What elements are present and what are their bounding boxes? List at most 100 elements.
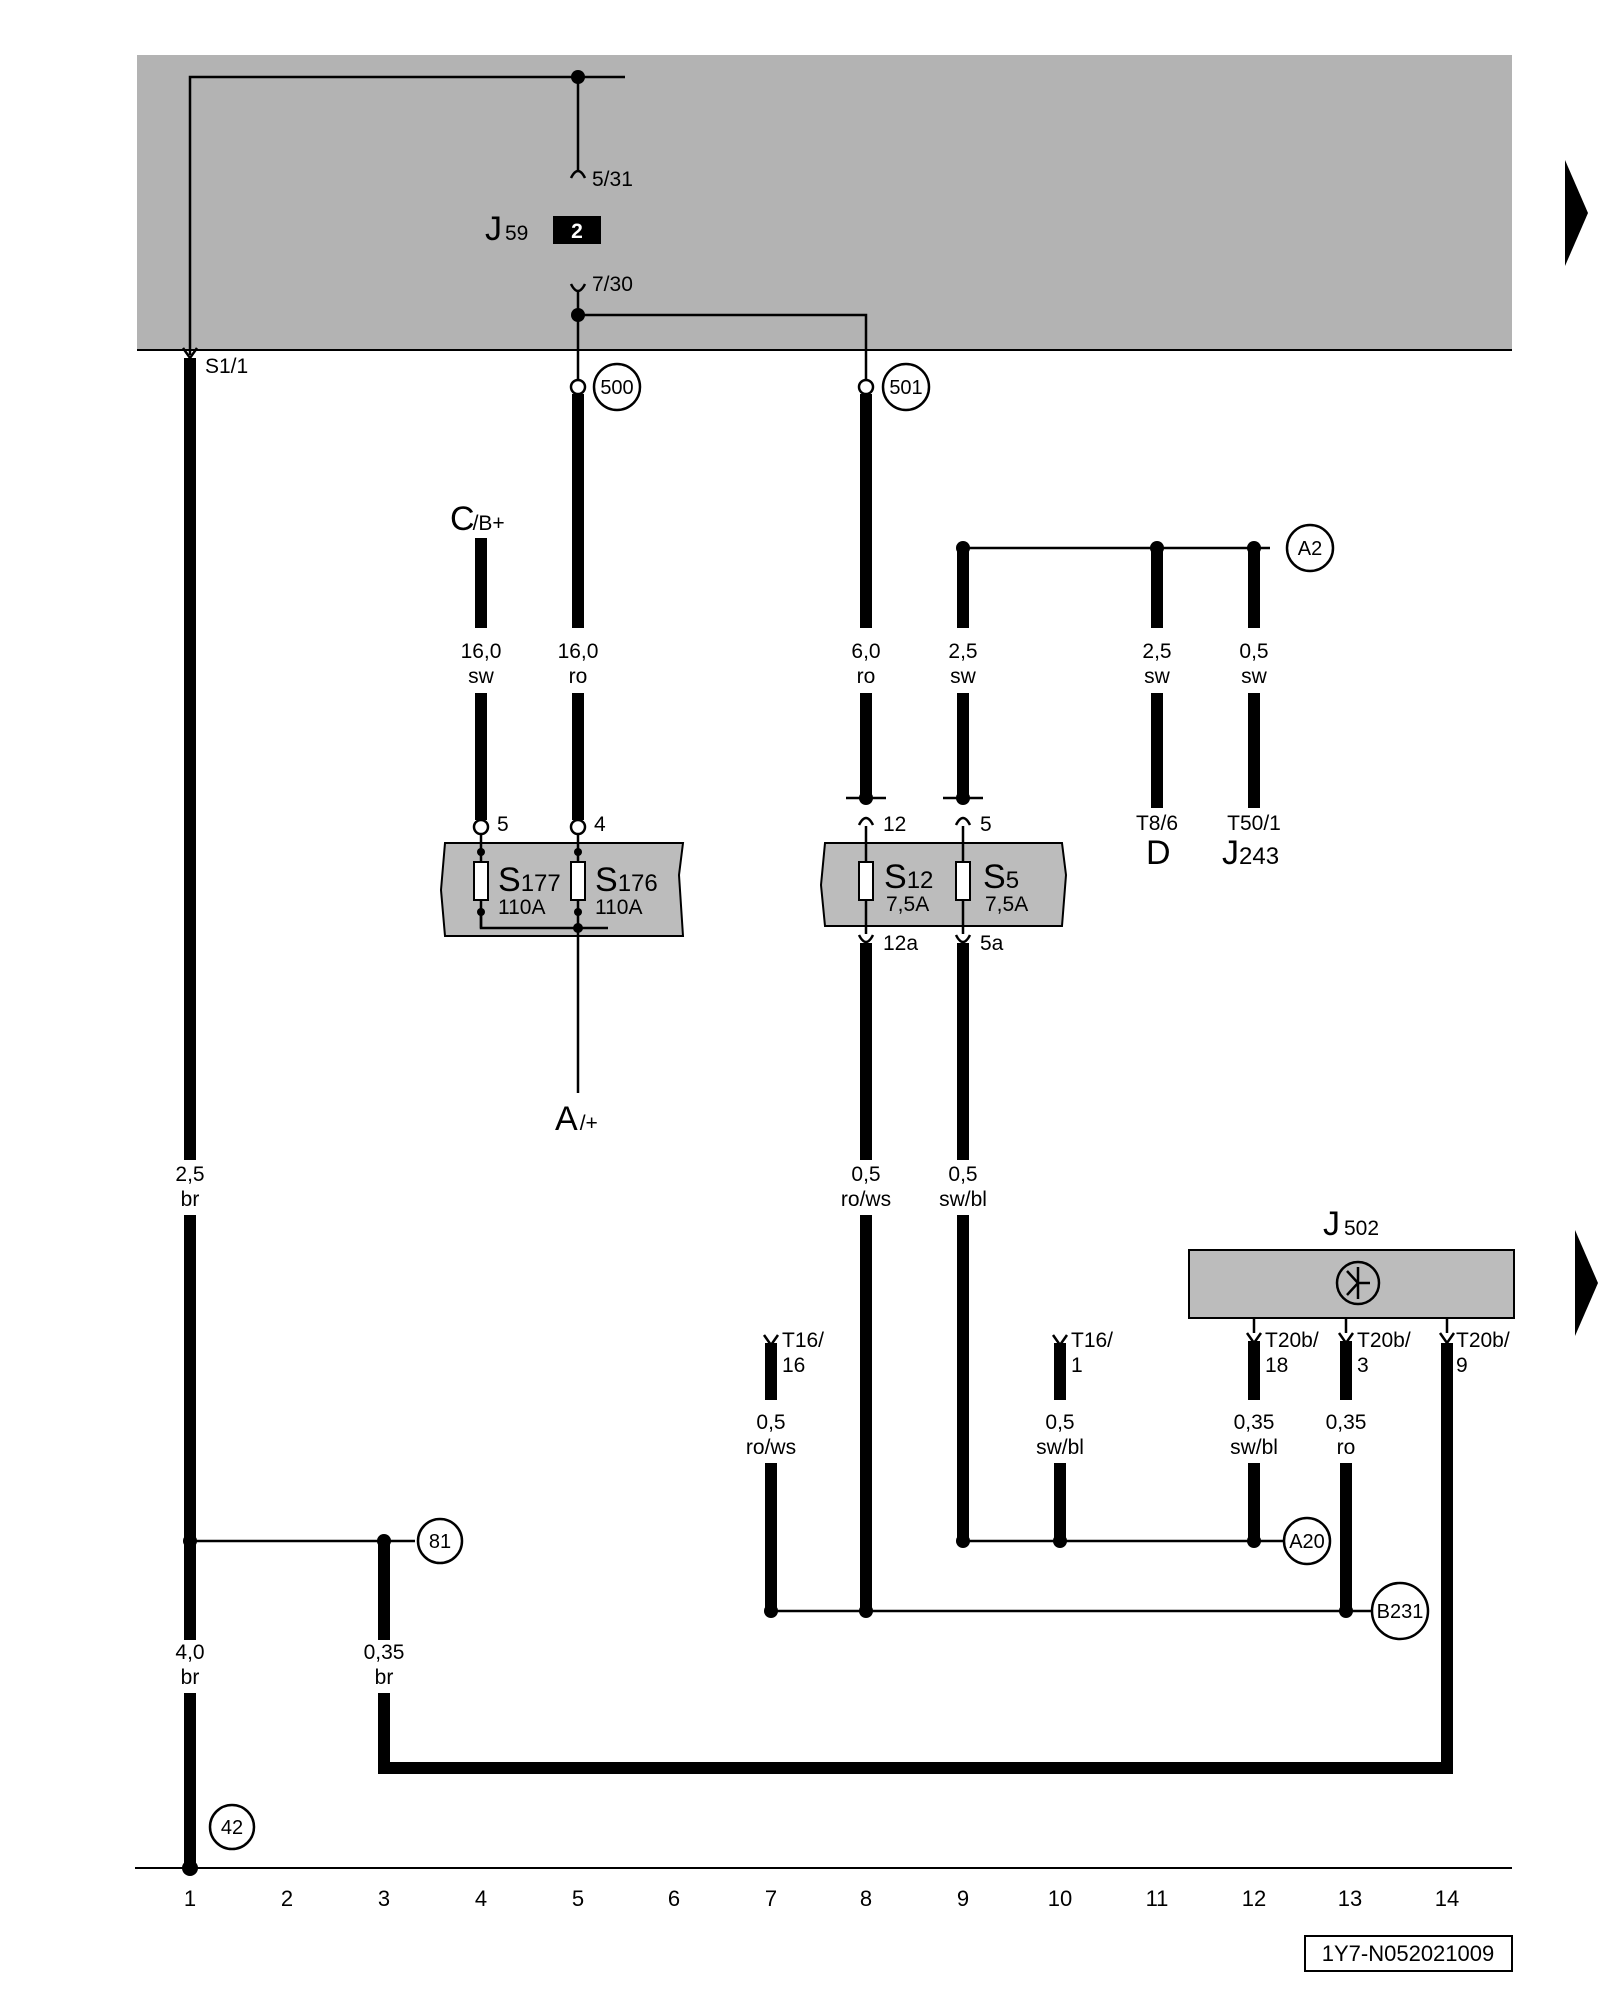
track-number: 14: [1435, 1886, 1459, 1911]
wire-col1-lower-size: 4,0: [175, 1641, 204, 1664]
pin-s12-out: 12a: [883, 932, 918, 955]
wire-col10-size: 0,5: [1045, 1411, 1074, 1434]
wire-col9-upper-size: 2,5: [948, 640, 977, 663]
ref-500-circle: [592, 362, 642, 412]
junction-a20-col10: [1053, 1534, 1067, 1548]
fuse-bus-bar: [479, 912, 608, 930]
wire-col9-upper-color: sw: [950, 665, 977, 688]
relay-pin-5-31: 5/31: [592, 168, 633, 191]
connector-t20b-18-l1: T20b/: [1265, 1329, 1319, 1352]
track-number: 4: [475, 1886, 487, 1911]
pin-s177: 5: [497, 813, 509, 836]
track-number: 1: [184, 1886, 196, 1911]
wire-col3-to-col14: [378, 1343, 1453, 1774]
s12-fuse-element: [858, 861, 874, 901]
wire-col3-size: 0,35: [364, 1641, 405, 1664]
connector-t16-1-l2: 1: [1071, 1354, 1083, 1377]
fuse-s177-rating: 110A: [498, 896, 546, 919]
s176-dot-top: [574, 848, 582, 856]
wire-col8-lower-size: 0,5: [851, 1163, 880, 1186]
track-number: 9: [957, 1886, 969, 1911]
continuation-arrow-top: [1565, 160, 1588, 266]
track-number: 3: [378, 1886, 390, 1911]
wire-col7-color: ro/ws: [746, 1436, 796, 1459]
pin-s176: 4: [594, 813, 606, 836]
component-d: D: [1146, 834, 1171, 872]
s5-contact-out: [954, 934, 972, 944]
wire-col9-lower-size: 0,5: [948, 1163, 977, 1186]
pin-s176-circle: [569, 818, 587, 836]
ref-501: 501: [889, 377, 922, 399]
ref-81-circle: [416, 1517, 464, 1565]
source-a-label: A/+: [555, 1100, 598, 1138]
relay-panel: [137, 55, 1512, 350]
fuse-s5-rating: 7,5A: [985, 893, 1028, 916]
ref-a2: A2: [1298, 538, 1322, 560]
fuse-s12-rating: 7,5A: [886, 893, 929, 916]
ref-b231-circle: [1370, 1581, 1430, 1641]
s5-contact-in: [954, 816, 972, 826]
t20b-9-contact: [1438, 1332, 1456, 1346]
fuse-s176-rating: 110A: [595, 896, 643, 919]
ref-b231: B231: [1377, 1601, 1424, 1623]
diagram-code: 1Y7-N052021009: [1322, 1941, 1494, 1966]
wire-col7-size: 0,5: [756, 1411, 785, 1434]
wire-col1-upper-color: br: [181, 1188, 200, 1211]
track-number: 12: [1242, 1886, 1266, 1911]
ref-42-circle: [208, 1803, 256, 1851]
s5-junction: [956, 791, 970, 805]
pin-s5-out: 5a: [980, 932, 1004, 955]
ref-a2-circle: [1285, 523, 1335, 573]
wire-col3-color: br: [375, 1666, 394, 1689]
wire-col12-lower-color: sw/bl: [1230, 1436, 1278, 1459]
fuse-s176-label: S176: [595, 861, 658, 899]
relay-branch-501: [578, 313, 868, 385]
track-number: 6: [668, 1886, 680, 1911]
relay-pin-7-30: 7/30: [592, 273, 633, 296]
wire-col10-color: sw/bl: [1036, 1436, 1084, 1459]
diagram-code-box: [1304, 1935, 1513, 1972]
connector-t20b-9-l1: T20b/: [1456, 1329, 1510, 1352]
wire-col9-lower-color: sw/bl: [939, 1188, 987, 1211]
fuse-s5-label: S5: [983, 858, 1019, 896]
junction-a20-col12: [1247, 1534, 1261, 1548]
relay-badge: [553, 216, 601, 244]
s177-fuse-element: [473, 861, 489, 901]
track-number: 8: [860, 1886, 872, 1911]
wire-col13-color: ro: [1337, 1436, 1356, 1459]
j502-box: [1188, 1249, 1515, 1319]
wire-col4-color: sw: [468, 665, 495, 688]
junction-b231-col13: [1339, 1604, 1353, 1618]
connector-t20b-3-l1: T20b/: [1357, 1329, 1411, 1352]
wire-col5-color: ro: [569, 665, 588, 688]
wire-col12-lower-size: 0,35: [1234, 1411, 1275, 1434]
track-number: 13: [1338, 1886, 1362, 1911]
track-numbers: 1 2 3 4 5 6 7 8 9 10 11 12 13 14: [184, 1886, 1459, 1911]
wire-col8-lower-color: ro/ws: [841, 1188, 891, 1211]
track-number: 10: [1048, 1886, 1072, 1911]
s5-fuse-element: [955, 861, 971, 901]
s12-contact-in: [857, 816, 875, 826]
relay-pin-7-30-contact: [569, 283, 587, 293]
wire-col1-upper-size: 2,5: [175, 1163, 204, 1186]
pin-s177-circle: [472, 818, 490, 836]
wire-col4-size: 16,0: [461, 640, 502, 663]
connector-t16-1-l1: T16/: [1071, 1329, 1113, 1352]
continuation-arrow-mid: [1575, 1230, 1598, 1336]
fuse-box-main: [439, 842, 685, 937]
s176-fuse-element: [570, 861, 586, 901]
connector-t20b-18-l2: 18: [1265, 1354, 1288, 1377]
ref-81: 81: [429, 1531, 451, 1553]
connector-t16-16-l1: T16/: [782, 1329, 824, 1352]
junction-b231-col7: [764, 1604, 778, 1618]
relay-badge-number: 2: [571, 220, 583, 243]
fuse-box-s12-s5: [819, 842, 1068, 927]
track-number: 11: [1146, 1886, 1169, 1911]
junction-a20-col9: [956, 1534, 970, 1548]
track-number: 5: [572, 1886, 584, 1911]
wire-col11-size: 2,5: [1142, 640, 1171, 663]
wire-col13-size: 0,35: [1326, 1411, 1367, 1434]
s12-contact-out: [857, 934, 875, 944]
wire-col12-upper-size: 0,5: [1239, 640, 1268, 663]
